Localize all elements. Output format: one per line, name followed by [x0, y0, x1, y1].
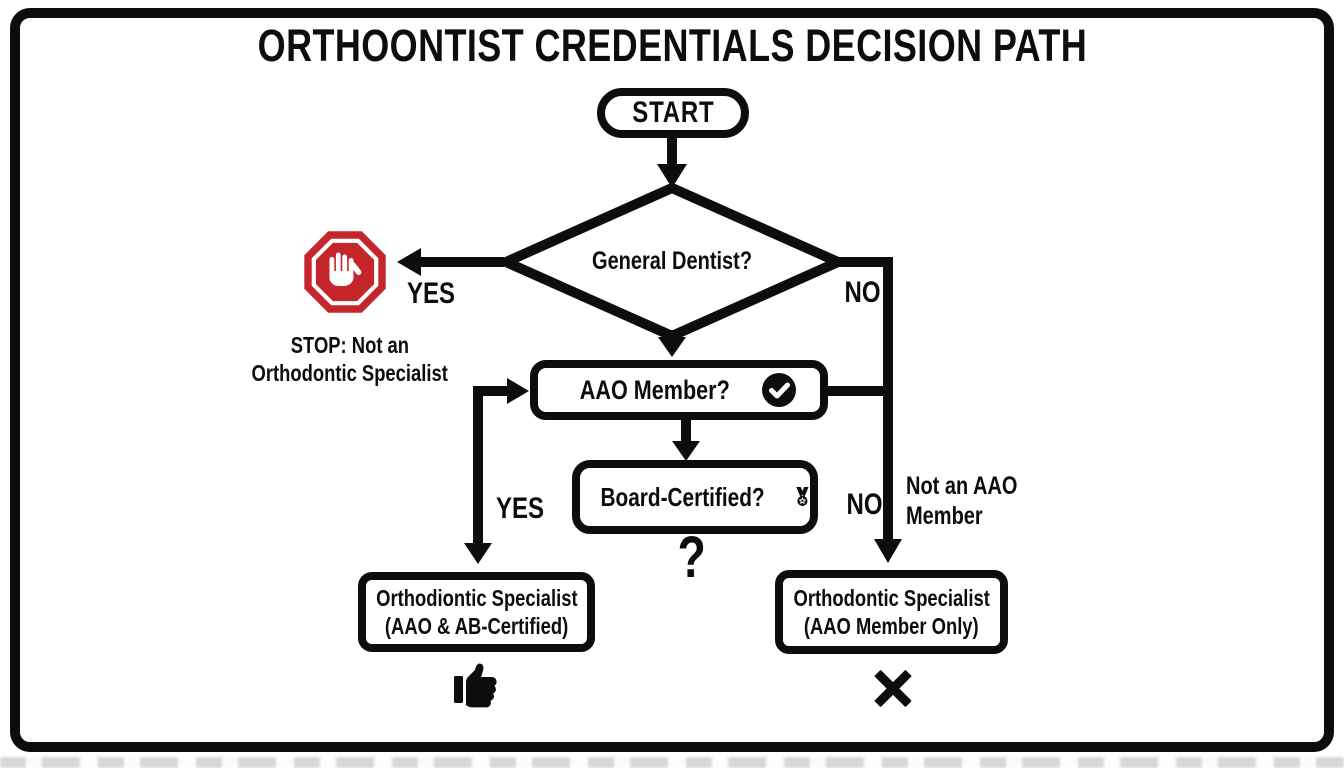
- uncertain-question-mark: ?: [657, 524, 727, 591]
- member-yes-text: YES: [496, 492, 545, 525]
- not-member-line2: Member: [906, 502, 983, 530]
- page-title-text: ORTHOONTIST CREDENTIALS DECISION PATH: [257, 20, 1087, 71]
- stop-caption-line1: STOP: Not an: [290, 332, 410, 358]
- outcome-certified-node: Orthodiontic Specialist (AAO & AB-Certif…: [358, 572, 595, 652]
- edge-label-dentist-no: NO: [840, 276, 885, 310]
- board-certified-label: Board-Certified?: [600, 481, 765, 512]
- connector-yes-branch: [473, 386, 508, 544]
- stop-caption-line2: Orthodontic Specialist: [251, 360, 449, 386]
- arrowhead-right-aao: [507, 378, 529, 404]
- dentist-yes-text: YES: [407, 277, 456, 310]
- medal-icon: [796, 486, 809, 506]
- page-title: ORTHOONTIST CREDENTIALS DECISION PATH: [0, 20, 1344, 72]
- connector-diamond-no-right: [836, 257, 893, 540]
- arrowhead-down-board: [672, 441, 700, 461]
- check-circle-icon: [761, 373, 796, 407]
- outcome-member-only-node: Orthodontic Specialist (AAO Member Only): [775, 570, 1008, 654]
- edge-label-not-aao-member: Not an AAO Member: [906, 471, 1045, 531]
- x-mark-icon: [869, 664, 917, 712]
- start-node: START: [597, 88, 749, 138]
- decision-general-dentist: General Dentist?: [547, 247, 797, 276]
- connector-arrowheads: [397, 164, 902, 564]
- not-member-line1: Not an AAO: [906, 472, 1018, 500]
- edge-label-dentist-yes: YES: [401, 277, 461, 311]
- dentist-no-text: NO: [844, 276, 881, 309]
- edge-label-member-no: NO: [842, 488, 887, 522]
- outcome-certified-line1: Orthodiontic Specialist: [375, 585, 578, 611]
- thumbs-up-icon: [454, 663, 497, 708]
- stop-caption: STOP: Not an Orthodontic Specialist: [225, 331, 475, 387]
- question-mark-text: ?: [677, 525, 707, 590]
- edge-label-member-yes: YES: [490, 492, 550, 526]
- arrowhead-left-stop: [397, 248, 421, 276]
- aao-member-node: AAO Member?: [530, 360, 828, 420]
- diagram-border-frame: [10, 8, 1334, 752]
- outcome-certified-line2: (AAO & AB-Certified): [384, 613, 569, 639]
- general-dentist-label: General Dentist?: [591, 247, 753, 275]
- stop-hand-glyph: [329, 252, 362, 286]
- arrowhead-down-outcome-right: [874, 539, 902, 563]
- arrowhead-down-outcome-left: [464, 543, 492, 564]
- page-edge-artifact: [0, 757, 1344, 768]
- start-label: START: [631, 96, 715, 129]
- board-certified-node: Board-Certified?: [572, 460, 818, 534]
- aao-member-label: AAO Member?: [579, 374, 731, 405]
- member-no-text: NO: [846, 488, 883, 521]
- arrowhead-down-diamond: [657, 164, 687, 188]
- arrowhead-down-aao: [658, 337, 686, 357]
- outcome-member-only-line2: (AAO Member Only): [804, 613, 979, 639]
- outcome-member-only-line1: Orthodontic Specialist: [793, 585, 990, 611]
- stop-hand-icon: [304, 231, 386, 313]
